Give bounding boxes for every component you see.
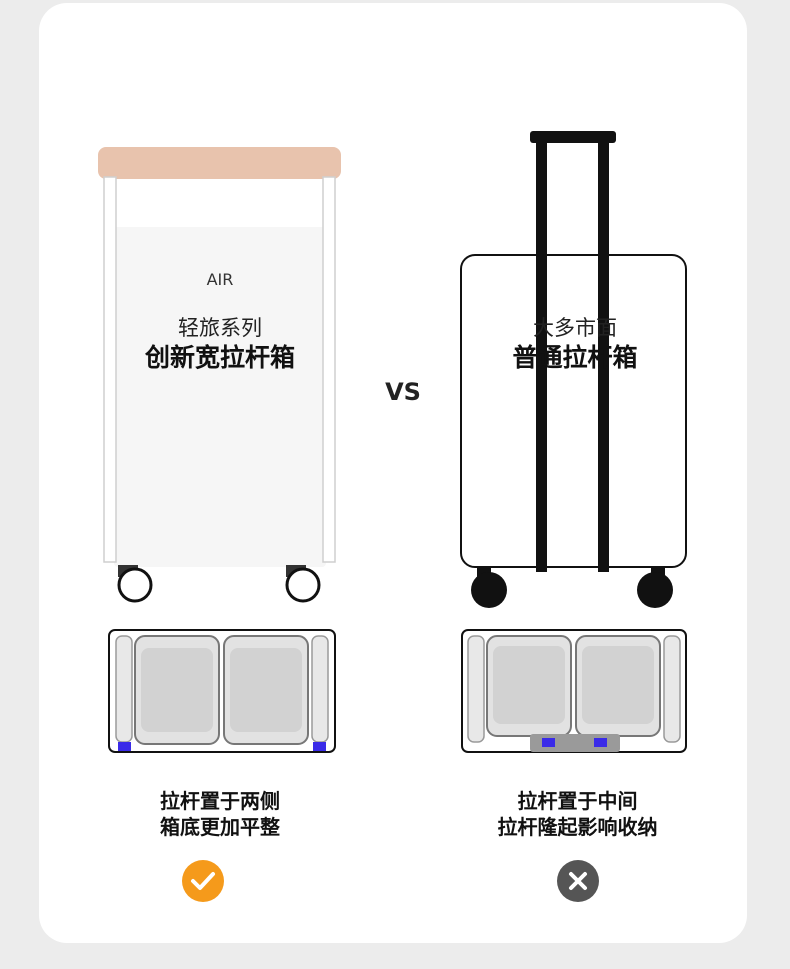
right-bottom-view-illustration — [461, 629, 687, 753]
right-series-label: 大多市面 — [533, 316, 617, 340]
right-pole-left — [536, 137, 547, 572]
left-product-label: 创新宽拉杆箱 — [144, 343, 295, 372]
right-caption-line1: 拉杆置于中间 — [517, 789, 638, 813]
left-wheel-2 — [285, 567, 321, 603]
right-marker-1 — [542, 738, 555, 747]
right-handle-bar — [530, 131, 616, 143]
left-caption-line1: 拉杆置于两侧 — [160, 789, 280, 813]
left-marker-1 — [118, 742, 131, 751]
right-wheel-2 — [637, 572, 673, 608]
right-caption: 拉杆置于中间 拉杆隆起影响收纳 — [470, 788, 685, 840]
right-wheel-1 — [471, 572, 507, 608]
left-bottom-view-illustration — [108, 629, 336, 753]
right-pole-right — [598, 137, 609, 572]
left-marker-2 — [313, 742, 326, 751]
left-suitcase-body — [114, 227, 326, 567]
right-suitcase-illustration — [460, 131, 687, 608]
left-handle-bar — [98, 147, 341, 179]
left-rail-right — [322, 176, 336, 563]
left-series-label: 轻旅系列 — [178, 316, 262, 340]
cross-circle-icon — [557, 860, 599, 902]
right-marker-2 — [594, 738, 607, 747]
right-caption-line2: 拉杆隆起影响收纳 — [497, 815, 658, 839]
right-suitcase-body — [460, 254, 687, 568]
left-caption-line2: 箱底更加平整 — [160, 815, 280, 839]
left-wheel-1 — [117, 567, 153, 603]
right-product-label: 普通拉杆箱 — [512, 343, 638, 372]
check-circle-icon — [182, 860, 224, 902]
left-suitcase-illustration — [98, 147, 341, 603]
vs-label: VS — [385, 378, 421, 406]
left-brand-label: AIR — [206, 270, 234, 289]
left-caption: 拉杆置于两侧 箱底更加平整 — [120, 788, 320, 840]
left-rail-left — [103, 176, 117, 563]
